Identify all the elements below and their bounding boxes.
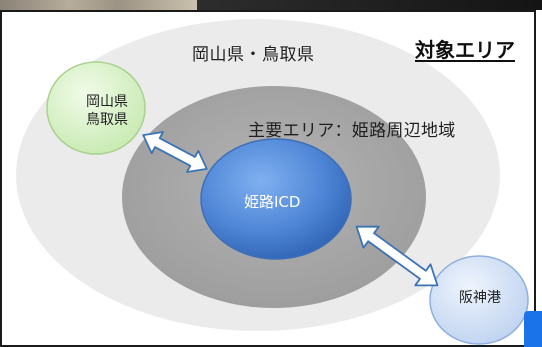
corner-blue-badge[interactable] (524, 311, 542, 347)
outer-region-label: 岡山県・鳥取県 (192, 45, 315, 65)
left-node-label: 岡山県 鳥取県 (86, 94, 128, 128)
left-node-circle (46, 61, 146, 155)
top-photo-strip (0, 0, 197, 11)
diagram-title: 対象エリア (415, 38, 515, 62)
arrow-center-port (355, 225, 439, 287)
main-area-label: 主要エリア：姫路周辺地域 (248, 121, 456, 141)
arrow-left-center (142, 131, 208, 173)
top-dark-strip (197, 0, 542, 11)
right-margin (536, 10, 542, 347)
center-node-label: 姫路ICD (244, 193, 301, 211)
port-node-label: 阪神港 (459, 290, 501, 306)
center-node-circle (200, 138, 352, 260)
port-node-circle (429, 255, 529, 345)
